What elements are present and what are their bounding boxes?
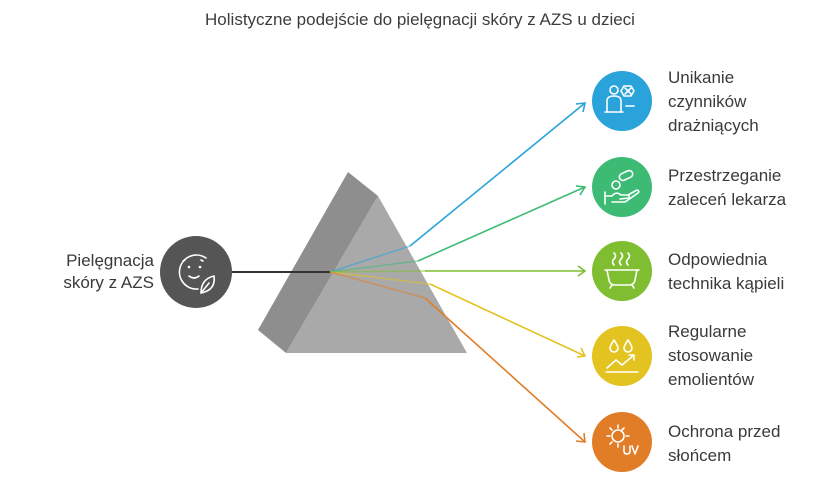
ray-4-arrowhead [576, 347, 587, 358]
output-label-1: Unikanie czynników drażniących [668, 66, 833, 138]
ray-1 [329, 102, 587, 273]
ray-1-arrowhead [575, 102, 587, 113]
sun-uv-icon [606, 424, 639, 455]
ray-2-inner [329, 260, 419, 273]
ray-4-inner [329, 271, 431, 285]
output-label-1-line-3: drażniących [668, 116, 759, 135]
ray-2-arrowhead [575, 185, 587, 196]
output-circle-3 [592, 241, 652, 301]
output-circle-5 [592, 412, 652, 472]
output-node-1 [592, 71, 652, 131]
output-label-2-line-1: Przestrzeganie [668, 166, 782, 185]
output-circle-2 [592, 157, 652, 217]
source-label: Pielęgnacja skóry z AZS [24, 250, 154, 294]
output-label-1-line-2: czynników [668, 92, 747, 111]
source-circle [160, 236, 232, 308]
output-node-3 [592, 241, 652, 301]
output-label-3-line-1: Odpowiednia [668, 250, 768, 269]
ray-2-outer [417, 186, 586, 262]
output-label-1-line-1: Unikanie [668, 68, 735, 87]
source-node [160, 236, 232, 308]
output-circle-1 [592, 71, 652, 131]
ray-5-outer [424, 297, 586, 443]
ray-1-outer [409, 102, 586, 247]
ray-4 [329, 271, 587, 358]
output-circle-4 [592, 326, 652, 386]
output-label-2: Przestrzeganie zaleceń lekarza [668, 164, 833, 212]
output-label-3-line-2: technika kąpieli [668, 274, 785, 293]
ray-5-inner [329, 271, 426, 299]
output-node-5 [592, 412, 652, 472]
ray-2 [329, 185, 587, 273]
ray-5 [329, 271, 586, 443]
output-node-2 [592, 157, 652, 217]
ray-3-arrowhead [577, 265, 587, 277]
output-label-4: Regularne stosowanie emolientów [668, 320, 833, 392]
source-label-line-2: skóry z AZS [63, 273, 154, 292]
output-label-4-line-1: Regularne [668, 322, 747, 341]
output-label-5-line-2: słońcem [668, 446, 732, 465]
diagram-title: Holistyczne podejście do pielęgnacji skó… [205, 10, 635, 29]
bathtub-icon [604, 252, 640, 289]
ray-5-arrowhead [575, 432, 586, 443]
ray-3 [329, 265, 587, 277]
output-label-5-line-1: Ochrona przed [668, 422, 781, 441]
output-label-2-line-2: zaleceń lekarza [668, 190, 787, 209]
skin-care-face-leaf-icon [178, 254, 216, 294]
avoid-irritants-icon [604, 85, 635, 113]
prism-front-face [286, 196, 467, 353]
ray-4-outer [429, 283, 586, 357]
ray-3-inner [329, 270, 426, 273]
source-label-line-1: Pielęgnacja [66, 251, 154, 270]
prism-back-face [258, 172, 378, 353]
output-label-4-line-3: emolientów [668, 370, 754, 389]
output-label-3: Odpowiednia technika kąpieli [668, 248, 833, 296]
emollient-drops-icon [605, 339, 639, 373]
ray-1-inner [329, 245, 411, 273]
prism [258, 172, 467, 353]
output-node-4 [592, 326, 652, 386]
medication-hand-icon [604, 169, 640, 205]
output-label-5: Ochrona przed słońcem [668, 420, 833, 468]
output-label-4-line-2: stosowanie [668, 346, 754, 365]
